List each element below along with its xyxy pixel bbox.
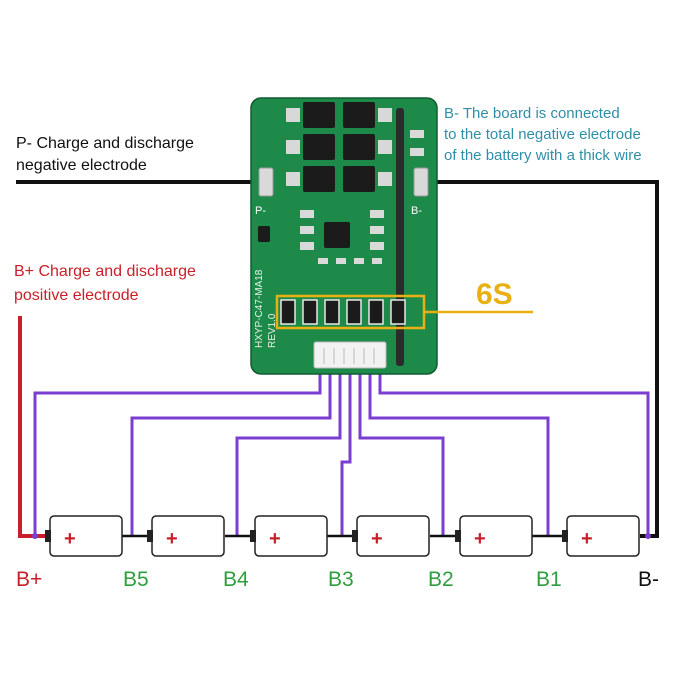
cell-plus-icon: + (269, 528, 281, 550)
battery-cell-6: + (562, 515, 640, 557)
p-minus-pad (258, 167, 274, 197)
cell-plus-icon: + (166, 528, 178, 550)
balance-wire-b3 (340, 366, 352, 536)
p-minus-label-line2: negative electrode (16, 157, 147, 174)
battery-cell-3: + (250, 515, 328, 557)
terminal-label-b3: B3 (328, 568, 354, 591)
cell-plus-icon: + (581, 528, 593, 550)
balance-resistors (280, 299, 406, 325)
balance-wire-b-plus (33, 366, 322, 536)
p-minus-label-line1: P- Charge and discharge (16, 135, 194, 152)
terminal-label-b5: B5 (123, 568, 149, 591)
balance-connector (313, 341, 387, 369)
junction-b-plus (32, 533, 38, 539)
terminal-label-b1: B1 (536, 568, 562, 591)
battery-cell-4: + (352, 515, 430, 557)
b-plus-label-line1: B+ Charge and discharge (14, 263, 196, 280)
cell-plus-icon: + (371, 528, 383, 550)
balance-wire-b-minus (378, 366, 650, 536)
b-minus-label-line2: to the total negative electrode (444, 126, 641, 143)
cell-plus-icon: + (474, 528, 486, 550)
b-plus-label-line2: positive electrode (14, 287, 139, 304)
board-model-silkscreen: HXYP-C47-MA18 (254, 269, 265, 348)
balance-wire-b2 (358, 366, 445, 536)
bms-board: P- B- HXYP-C47-MA18 REV1.0 (250, 97, 438, 375)
b-minus-label-line3: of the battery with a thick wire (444, 147, 642, 164)
balance-wire-b5 (130, 366, 332, 536)
balance-wires (33, 366, 650, 536)
b-minus-wire (424, 180, 659, 538)
b-plus-wire (18, 316, 50, 538)
balance-wire-b4 (235, 366, 342, 536)
b-minus-pad (413, 167, 429, 197)
cell-plus-icon: + (64, 528, 76, 550)
p-minus-pad-label: P- (255, 205, 266, 217)
terminal-label-b4: B4 (223, 568, 249, 591)
b-minus-label-line1: B- The board is connected (444, 105, 620, 122)
terminal-label-b-minus: B- (638, 568, 659, 591)
balance-wire-b1 (368, 366, 550, 536)
board-rev-silkscreen: REV1.0 (267, 313, 278, 348)
battery-cell-2: + (147, 515, 225, 557)
b-minus-pad-label: B- (411, 205, 422, 217)
terminal-label-b-plus: B+ (16, 568, 42, 591)
junction-b-minus (645, 533, 651, 539)
mosfet-array (286, 102, 392, 192)
terminal-label-b2: B2 (428, 568, 454, 591)
controller-ic (324, 222, 350, 248)
cell-count-label: 6S (476, 278, 513, 311)
battery-cell-5: + (455, 515, 533, 557)
battery-cell-1: + (45, 515, 123, 557)
